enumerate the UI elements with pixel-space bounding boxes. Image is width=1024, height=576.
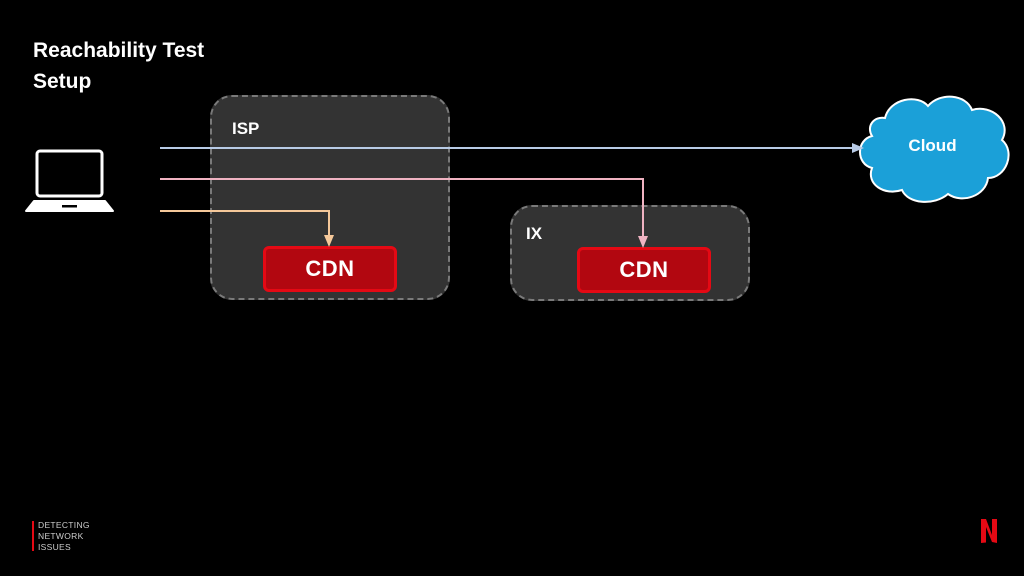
slide-title: Reachability Test Setup xyxy=(33,39,205,93)
footer-accent-bar xyxy=(32,521,34,551)
netflix-n-logo xyxy=(981,519,997,543)
laptop-icon xyxy=(25,149,114,212)
isp-zone-label: ISP xyxy=(232,119,260,138)
footer-caption: DETECTING NETWORK ISSUES xyxy=(38,520,90,553)
footer-line: ISSUES xyxy=(38,542,71,552)
connection-client-to-ix-cdn xyxy=(160,178,648,248)
connection-client-to-isp-cdn xyxy=(160,210,334,247)
cdn-isp-node: CDN xyxy=(263,246,397,292)
connection-client-to-cloud xyxy=(160,143,864,153)
footer-line: NETWORK xyxy=(38,531,84,541)
footer-line: DETECTING xyxy=(38,520,90,530)
cloud-icon xyxy=(859,95,1010,203)
cdn-ix-node: CDN xyxy=(577,247,711,293)
ix-zone-label: IX xyxy=(526,224,543,243)
cloud-label: Cloud xyxy=(908,136,957,155)
